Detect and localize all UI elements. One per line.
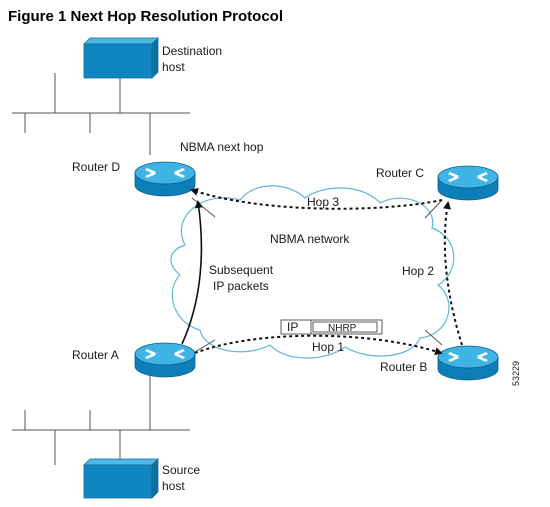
packet-ip-label: IP (287, 320, 298, 334)
subsequent-label-2: IP packets (213, 279, 269, 293)
link-router-a (194, 339, 216, 353)
destination-host (83, 37, 159, 79)
hop2-path (443, 201, 463, 346)
router-a-label: Router A (72, 348, 119, 362)
router-c-label: Router C (376, 166, 424, 180)
router-d-icon (134, 161, 196, 197)
nbma-next-hop-label: NBMA next hop (180, 140, 264, 154)
figure-id-label: 53229 (511, 361, 521, 386)
router-c-icon (437, 165, 499, 201)
figure-title: Figure 1 Next Hop Resolution Protocol (8, 8, 284, 25)
source-host (83, 458, 159, 499)
nbma-cloud (170, 185, 455, 359)
source-host-label-1: Source (162, 463, 200, 477)
packet-nhrp-label: NHRP (328, 323, 357, 334)
router-a-icon (134, 342, 196, 378)
hop1-label: Hop 1 (312, 340, 344, 354)
hop3-label: Hop 3 (307, 195, 339, 209)
source-lan (12, 372, 190, 465)
router-d-label: Router D (72, 160, 120, 174)
nbma-network-label: NBMA network (270, 232, 350, 246)
destination-lan (12, 73, 190, 155)
packet-header (280, 319, 383, 335)
hop2-label: Hop 2 (402, 264, 434, 278)
source-host-label-2: host (162, 479, 185, 493)
destination-host-label-2: host (162, 60, 185, 74)
destination-host-label-1: Destination (162, 44, 222, 58)
link-router-b (424, 329, 443, 346)
hop3-path (190, 188, 443, 210)
router-b-label: Router B (380, 360, 427, 374)
subsequent-label-1: Subsequent (209, 263, 274, 277)
link-router-c (424, 199, 443, 219)
subsequent-packets-path (181, 200, 203, 345)
router-b-icon (437, 345, 499, 381)
hop1-path (194, 334, 443, 355)
